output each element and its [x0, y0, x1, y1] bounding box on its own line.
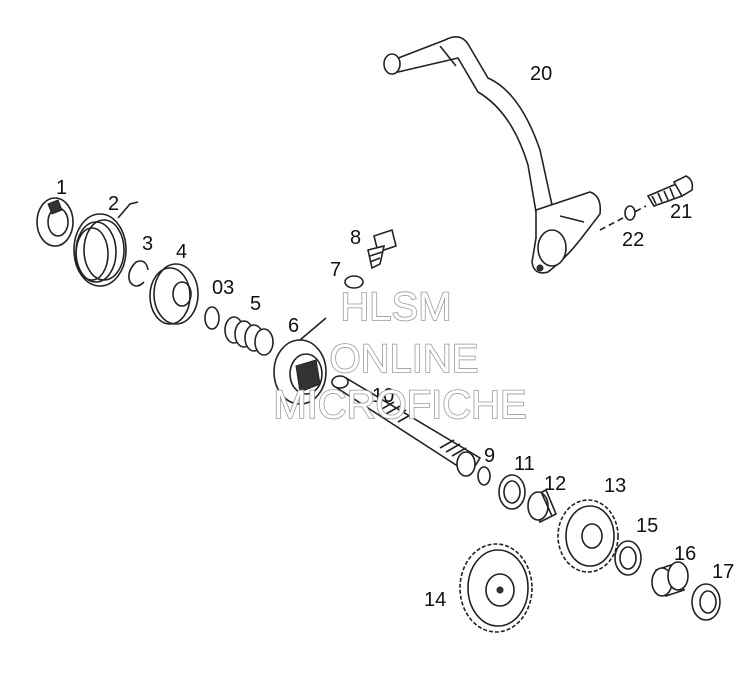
label-part-16: 16	[674, 543, 696, 565]
ring-part-03	[204, 306, 220, 330]
kick-lever-part-20	[383, 36, 602, 274]
label-part-10: 10	[372, 385, 394, 407]
label-part-14: 14	[424, 589, 446, 611]
screw-part-8	[367, 228, 397, 270]
label-part-15: 15	[636, 515, 658, 537]
label-part-13: 13	[604, 475, 626, 497]
washer-part-22	[624, 205, 636, 221]
bushing-part-16	[651, 561, 689, 598]
label-part-3: 3	[142, 233, 153, 255]
watermark-line-3: MICROFICHE	[273, 383, 526, 427]
label-part-22: 22	[622, 229, 644, 251]
bolt-part-21	[599, 175, 694, 231]
shaft-part-10	[331, 375, 482, 477]
label-part-9: 9	[484, 445, 495, 467]
label-part-20: 20	[530, 63, 552, 85]
watermark: HLSM ONLINE MICROFICHE	[273, 284, 528, 428]
washer-part-15	[614, 540, 642, 576]
label-part-11: 11	[514, 453, 535, 475]
ratchet-gear-part-6	[273, 317, 327, 405]
gear-part-13	[557, 499, 619, 573]
watermark-line-2: ONLINE	[330, 337, 479, 381]
spring-part-5	[224, 316, 274, 356]
spring-part-2	[73, 201, 139, 287]
label-part-7: 7	[330, 259, 341, 281]
ring-part-17	[691, 583, 721, 621]
label-part-8: 8	[350, 227, 361, 249]
washer-part-7	[344, 275, 364, 289]
watermark-line-1: HLSM	[340, 285, 451, 329]
label-part-1: 1	[56, 177, 67, 199]
gear-part-14	[459, 543, 533, 633]
label-part-5: 5	[250, 293, 261, 315]
label-part-21: 21	[670, 201, 692, 223]
label-part-4: 4	[176, 241, 187, 263]
washer-part-11	[498, 474, 526, 510]
label-part-2: 2	[108, 193, 119, 215]
circlip-part-9	[477, 466, 491, 486]
bushing-part-1	[36, 197, 74, 247]
needle-bearing-part-12	[527, 488, 558, 524]
label-part-03: 03	[212, 277, 234, 299]
label-part-12: 12	[544, 473, 566, 495]
label-part-6: 6	[288, 315, 299, 337]
circlip-part-3	[128, 260, 149, 287]
label-part-17: 17	[712, 561, 734, 583]
thrust-washer-part-4	[149, 263, 199, 325]
